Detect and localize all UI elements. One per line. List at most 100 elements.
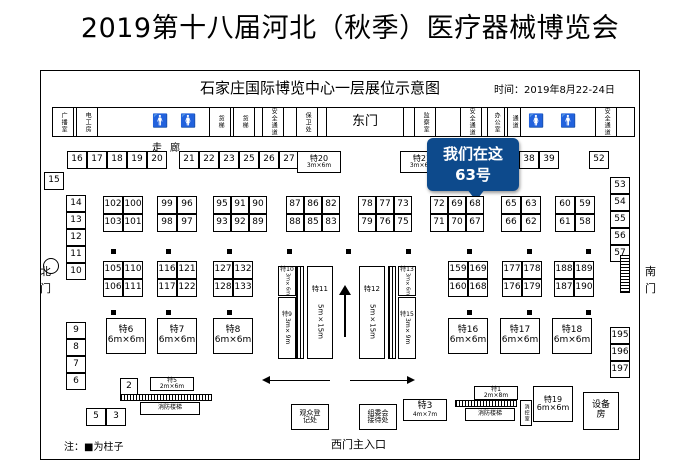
booth[interactable]: 55 xyxy=(610,211,630,228)
booth[interactable]: 71 xyxy=(430,214,448,232)
booth[interactable]: 12 xyxy=(66,229,86,246)
booth[interactable]: 99 xyxy=(157,196,177,214)
booth[interactable]: 79 xyxy=(358,214,376,232)
booth[interactable]: 53 xyxy=(610,177,630,194)
booth[interactable]: 85 xyxy=(304,214,322,232)
booth[interactable]: 121 xyxy=(177,261,197,279)
booth[interactable]: 58 xyxy=(575,214,595,232)
booth[interactable]: 18 xyxy=(107,151,127,169)
booth[interactable]: 27 xyxy=(279,151,299,169)
booth-te15[interactable]: 特15 3m×9m xyxy=(398,297,416,359)
booth-te19[interactable]: 特19 6m×6m xyxy=(533,386,573,422)
booth-te18[interactable]: 特18 6m×6m xyxy=(552,318,592,354)
booth-te16[interactable]: 特16 6m×6m xyxy=(448,318,488,354)
booth-te8[interactable]: 特8 6m×6m xyxy=(213,318,253,354)
booth[interactable]: 111 xyxy=(123,279,143,297)
booth[interactable]: 38 xyxy=(519,151,539,169)
booth[interactable]: 15 xyxy=(44,172,64,190)
booth[interactable]: 88 xyxy=(286,214,304,232)
booth[interactable]: 65 xyxy=(501,196,521,214)
booth[interactable]: 105 xyxy=(103,261,123,279)
booth[interactable]: 98 xyxy=(157,214,177,232)
booth[interactable]: 11 xyxy=(66,246,86,263)
booth[interactable]: 196 xyxy=(610,344,630,361)
visitor-registration[interactable]: 观众登记处 xyxy=(291,404,329,430)
booth[interactable]: 169 xyxy=(468,261,488,279)
booth[interactable]: 87 xyxy=(286,196,304,214)
booth[interactable]: 26 xyxy=(259,151,279,169)
booth[interactable]: 23 xyxy=(219,151,239,169)
booth[interactable]: 90 xyxy=(249,196,267,214)
booth[interactable]: 187 xyxy=(554,279,574,297)
booth[interactable]: 197 xyxy=(610,361,630,378)
booth[interactable]: 128 xyxy=(213,279,233,297)
booth[interactable]: 17 xyxy=(87,151,107,169)
booth[interactable]: 56 xyxy=(610,228,630,245)
booth[interactable]: 159 xyxy=(448,261,468,279)
booth[interactable]: 77 xyxy=(376,196,394,214)
booth[interactable]: 177 xyxy=(502,261,522,279)
booth[interactable]: 101 xyxy=(123,214,143,232)
booth[interactable]: 103 xyxy=(103,214,123,232)
booth[interactable]: 67 xyxy=(466,214,484,232)
booth[interactable]: 69 xyxy=(448,196,466,214)
booth[interactable]: 189 xyxy=(574,261,594,279)
booth[interactable]: 76 xyxy=(376,214,394,232)
booth[interactable]: 92 xyxy=(231,214,249,232)
booth-te11[interactable]: 特11 5m×15m xyxy=(307,266,333,359)
booth[interactable]: 127 xyxy=(213,261,233,279)
booth-te13[interactable]: 特13 3m×6m xyxy=(398,266,416,296)
booth[interactable]: 102 xyxy=(103,196,123,214)
booth[interactable]: 117 xyxy=(157,279,177,297)
booth[interactable]: 16 xyxy=(67,151,87,169)
booth[interactable]: 54 xyxy=(610,194,630,211)
booth-te3[interactable]: 特3 4m×7m xyxy=(403,399,447,421)
booth-te10[interactable]: 特10 3m×6m xyxy=(278,266,296,296)
organizer-reception[interactable]: 组委会接待处 xyxy=(359,404,397,430)
booth[interactable]: 6 xyxy=(66,373,86,390)
booth[interactable]: 110 xyxy=(123,261,143,279)
booth[interactable]: 9 xyxy=(66,322,86,339)
booth[interactable]: 168 xyxy=(468,279,488,297)
booth[interactable]: 73 xyxy=(394,196,412,214)
booth[interactable]: 78 xyxy=(358,196,376,214)
booth[interactable]: 20 xyxy=(147,151,167,169)
booth-te9[interactable]: 特9 3m×9m xyxy=(278,297,296,359)
booth[interactable]: 13 xyxy=(66,212,86,229)
booth[interactable]: 72 xyxy=(430,196,448,214)
booth[interactable]: 8 xyxy=(66,339,86,356)
booth[interactable]: 61 xyxy=(555,214,575,232)
booth[interactable]: 21 xyxy=(179,151,199,169)
booth[interactable]: 91 xyxy=(231,196,249,214)
booth[interactable]: 190 xyxy=(574,279,594,297)
booth[interactable]: 97 xyxy=(177,214,197,232)
booth[interactable]: 68 xyxy=(466,196,484,214)
booth[interactable]: 66 xyxy=(501,214,521,232)
booth[interactable]: 93 xyxy=(213,214,231,232)
booth[interactable]: 62 xyxy=(521,214,541,232)
booth[interactable]: 86 xyxy=(304,196,322,214)
booth-te1[interactable]: 特1 2m×8m xyxy=(474,386,518,400)
booth[interactable]: 95 xyxy=(213,196,231,214)
booth-te12[interactable]: 特12 5m×15m xyxy=(359,266,385,359)
booth-te5[interactable]: 特5 2m×6m xyxy=(150,377,194,391)
booth[interactable]: 188 xyxy=(554,261,574,279)
booth[interactable]: 106 xyxy=(103,279,123,297)
booth[interactable]: 19 xyxy=(127,151,147,169)
booth[interactable]: 122 xyxy=(177,279,197,297)
booth-te7[interactable]: 特7 6m×6m xyxy=(157,318,197,354)
booth-te20[interactable]: 特20 3m×6m xyxy=(297,151,341,173)
booth[interactable]: 3 xyxy=(106,408,126,426)
booth[interactable]: 60 xyxy=(555,196,575,214)
booth[interactable]: 75 xyxy=(394,214,412,232)
booth[interactable]: 59 xyxy=(575,196,595,214)
booth[interactable]: 22 xyxy=(199,151,219,169)
booth[interactable]: 70 xyxy=(448,214,466,232)
booth[interactable]: 89 xyxy=(249,214,267,232)
booth[interactable]: 133 xyxy=(233,279,253,297)
booth[interactable]: 14 xyxy=(66,195,86,212)
booth[interactable]: 5 xyxy=(86,408,106,426)
booth[interactable]: 178 xyxy=(522,261,542,279)
booth-te6[interactable]: 特6 6m×6m xyxy=(106,318,146,354)
booth[interactable]: 195 xyxy=(610,327,630,344)
